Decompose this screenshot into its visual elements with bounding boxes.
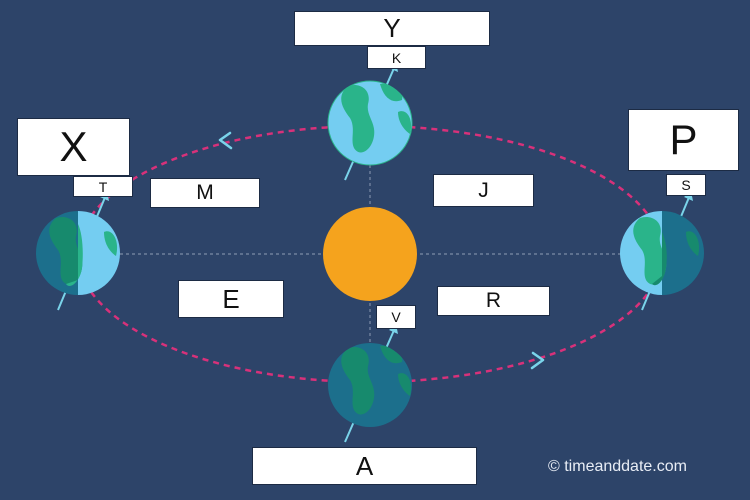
sun-icon — [323, 207, 417, 301]
orbit-direction-arrow-icon — [530, 351, 545, 370]
earth-right-icon — [620, 191, 704, 311]
label-x: X — [17, 118, 130, 176]
earth-top-icon — [327, 62, 413, 181]
orbit-direction-arrow-icon — [218, 131, 233, 150]
earth-left-icon — [36, 191, 120, 311]
label-r: R — [437, 286, 550, 316]
label-y: Y — [294, 11, 490, 46]
label-k: K — [367, 46, 426, 69]
label-m: M — [150, 178, 260, 208]
copyright-credit: © timeanddate.com — [548, 458, 687, 475]
label-v: V — [376, 305, 416, 329]
label-s: S — [666, 174, 706, 196]
label-j: J — [433, 174, 534, 207]
label-a: A — [252, 447, 477, 485]
earth-bottom-icon — [328, 324, 412, 443]
label-e: E — [178, 280, 284, 318]
label-t: T — [73, 176, 133, 197]
label-p: P — [628, 109, 739, 171]
